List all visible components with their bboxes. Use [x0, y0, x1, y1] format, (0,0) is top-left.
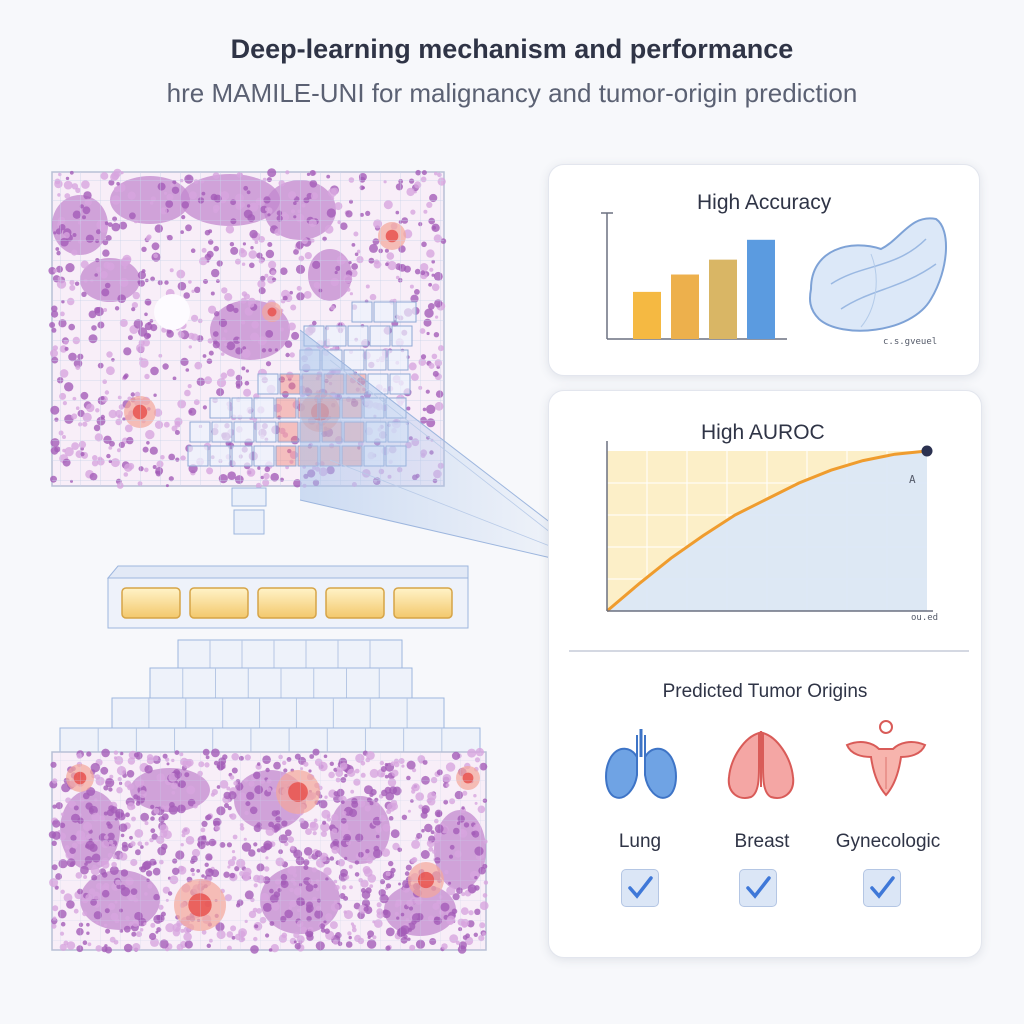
auroc-curve-line: [606, 449, 928, 613]
checkbox-gynecologic[interactable]: [863, 869, 901, 907]
auroc-marker-label: A: [909, 473, 916, 486]
histology-block-bottom: [48, 747, 489, 954]
network-layers: [59, 639, 481, 753]
accuracy-bar-3: [709, 259, 737, 339]
accuracy-card: High Accuracy c.s.gveuel: [548, 164, 980, 376]
auroc-origins-card: High AUROC A ou.ed Predicted Tumor Origi…: [548, 390, 982, 958]
origin-label-lung: Lung: [618, 831, 662, 852]
checkmark-icon: [870, 876, 895, 899]
accuracy-footnote: c.s.gveuel: [883, 337, 938, 347]
checkbox-breast[interactable]: [739, 869, 777, 907]
auroc-area: [607, 451, 927, 611]
origin-label-breast: Breast: [734, 831, 790, 852]
breast-icon: [727, 731, 795, 799]
accuracy-bar-2: [671, 274, 699, 339]
auroc-title: High AUROC: [701, 421, 825, 444]
auroc-end-point: [921, 445, 933, 457]
checkbox-lung[interactable]: [621, 869, 659, 907]
section-divider: [569, 650, 969, 652]
connector-block: [231, 487, 267, 535]
feature-layer: [106, 565, 469, 629]
accuracy-bar-chart: [601, 212, 787, 340]
checkmark-icon: [746, 876, 771, 899]
auroc-curve-chart: [606, 441, 933, 613]
accuracy-title: High Accuracy: [697, 191, 832, 214]
auroc-footnote: ou.ed: [911, 613, 939, 623]
uterus-icon: [845, 720, 927, 797]
organ-3d-icon: [809, 217, 947, 332]
accuracy-bar-4: [747, 239, 775, 339]
checkmark-icon: [628, 876, 653, 899]
origin-label-gynecologic: Gynecologic: [835, 831, 941, 852]
origins-title: Predicted Tumor Origins: [662, 681, 868, 702]
page-title: Deep-learning mechanism and performance: [230, 34, 794, 64]
accuracy-bar-1: [633, 291, 661, 339]
lung-icon: [605, 729, 677, 799]
page-subtitle: hre MAMILE-UNI for malignancy and tumor-…: [166, 78, 858, 108]
